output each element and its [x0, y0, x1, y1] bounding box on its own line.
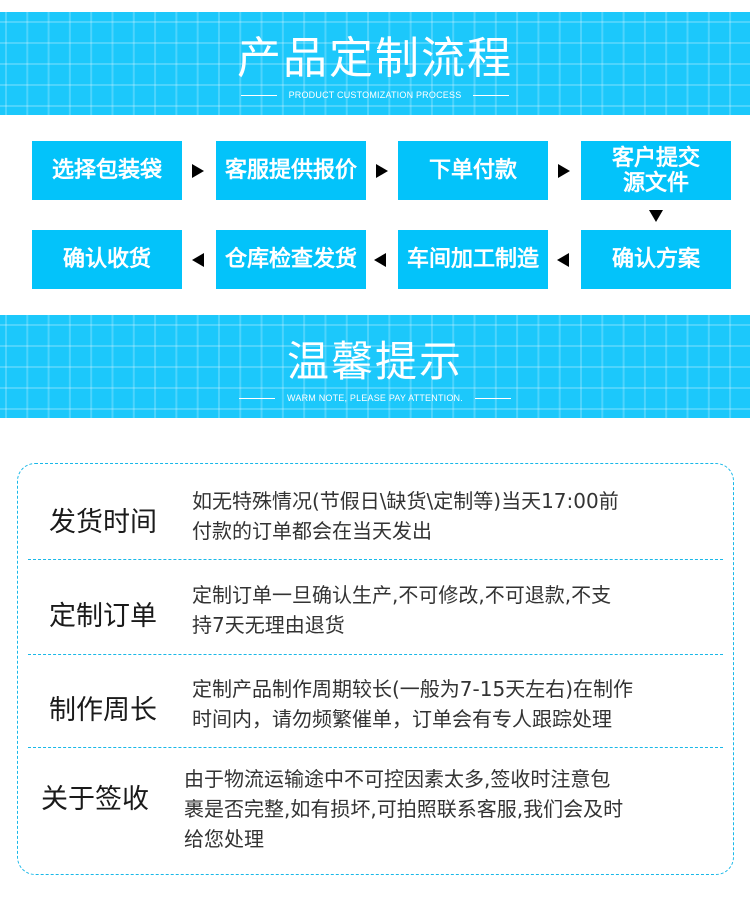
note-label-production-cycle: 制作周长 [49, 695, 157, 726]
flow-step-confirm-plan: 确认方案 [581, 230, 731, 289]
note-label-custom-order: 定制订单 [49, 601, 157, 632]
note-text-line: 付款的订单都会在当天发出 [192, 519, 432, 543]
arrow-down-icon [649, 210, 663, 222]
note-text-shipping-time: 如无特殊情况(节假日\缺货\定制等)当天17:00前 付款的订单都会在当天发出 [192, 486, 619, 546]
process-banner-subtitle-text: PRODUCT CUSTOMIZATION PROCESS [288, 90, 462, 100]
note-text-line: 时间内，请勿频繁催单，订单会有专人跟踪处理 [192, 707, 612, 731]
flow-step-select-bag: 选择包装袋 [32, 141, 182, 200]
note-text-production-cycle: 定制产品制作周期较长(一般为7-15天左右)在制作 时间内，请勿频繁催单，订单会… [192, 674, 633, 734]
flow-step-manufacturing: 车间加工制造 [398, 230, 548, 289]
note-text-about-signing: 由于物流运输途中不可控因素太多,签收时注意包 裹是否完整,如有损坏,可拍照联系客… [184, 764, 623, 854]
note-text-custom-order: 定制订单一旦确认生产,不可修改,不可退款,不支 持7天无理由退货 [192, 580, 611, 640]
note-text-line: 裹是否完整,如有损坏,可拍照联系客服,我们会及时 [184, 797, 624, 821]
note-text-line: 定制订单一旦确认生产,不可修改,不可退款,不支 [192, 583, 612, 607]
flow-step-submit-files: 客户提交 源文件 [581, 141, 731, 200]
notes-panel: 发货时间 如无特殊情况(节假日\缺货\定制等)当天17:00前 付款的订单都会在… [17, 463, 734, 875]
decorative-line [474, 397, 511, 399]
note-divider [28, 747, 723, 748]
arrow-left-icon [557, 253, 569, 267]
note-label-shipping-time: 发货时间 [49, 507, 157, 538]
note-divider [28, 559, 723, 560]
flow-step-submit-files-line2: 源文件 [622, 170, 689, 196]
notes-banner: 温馨提示 WARM NOTE, PLEASE PAY ATTENTION. [0, 315, 750, 418]
flow-step-warehouse-ship: 仓库检查发货 [216, 230, 366, 289]
decorative-line [473, 94, 510, 96]
flow-step-submit-files-line1: 客户提交 [611, 145, 700, 171]
arrow-right-icon [558, 164, 570, 178]
notes-banner-subtitle-text: WARM NOTE, PLEASE PAY ATTENTION. [287, 393, 463, 403]
process-banner: 产品定制流程 PRODUCT CUSTOMIZATION PROCESS [0, 12, 750, 115]
note-text-line: 如无特殊情况(节假日\缺货\定制等)当天17:00前 [192, 489, 619, 513]
arrow-left-icon [374, 253, 386, 267]
arrow-left-icon [192, 253, 204, 267]
note-text-line: 定制产品制作周期较长(一般为7-15天左右)在制作 [192, 677, 633, 701]
process-banner-title: 产品定制流程 [237, 33, 513, 84]
flow-step-payment: 下单付款 [398, 141, 548, 200]
arrow-right-icon [376, 164, 388, 178]
decorative-line [240, 94, 277, 96]
notes-banner-subtitle: WARM NOTE, PLEASE PAY ATTENTION. [0, 392, 750, 404]
flow-step-quote: 客服提供报价 [216, 141, 366, 200]
note-text-line: 给您处理 [184, 827, 264, 851]
process-banner-subtitle: PRODUCT CUSTOMIZATION PROCESS [0, 89, 750, 101]
note-label-about-signing: 关于签收 [41, 784, 149, 815]
notes-banner-title: 温馨提示 [286, 337, 463, 386]
arrow-right-icon [192, 164, 204, 178]
note-divider [28, 654, 723, 655]
flow-step-confirm-receipt: 确认收货 [32, 230, 182, 289]
decorative-line [239, 397, 276, 399]
note-text-line: 持7天无理由退货 [192, 613, 345, 637]
note-text-line: 由于物流运输途中不可控因素太多,签收时注意包 [184, 767, 611, 791]
